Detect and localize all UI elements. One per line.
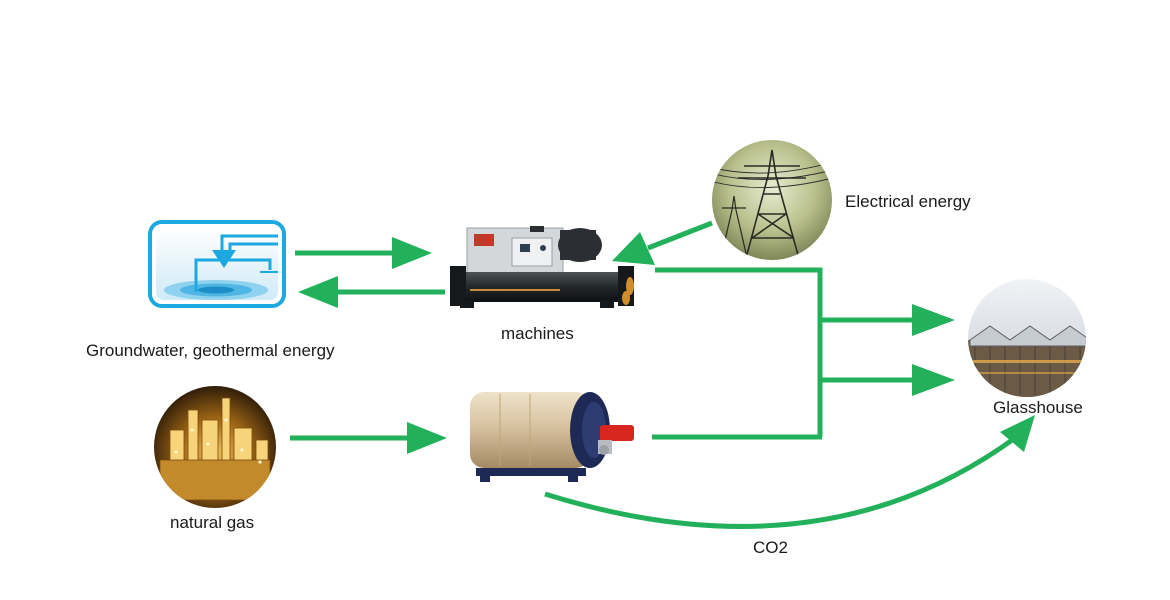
glasshouse-label: Glasshouse — [993, 398, 1083, 417]
arrow-co2-boiler-to-glasshouse — [544, 415, 1035, 529]
natural-gas-label: natural gas — [170, 513, 255, 532]
flow-arrows — [290, 220, 1035, 529]
machines-label: machines — [501, 324, 574, 343]
arrow-gas-to-boiler — [290, 422, 447, 454]
gas-plant-icon — [154, 386, 276, 508]
boiler-icon — [470, 392, 634, 482]
line-machines-to-glasshouse — [655, 267, 823, 437]
power-pylon-icon — [712, 140, 832, 260]
groundwater-well-icon — [148, 220, 286, 308]
glasshouse-icon — [968, 279, 1086, 397]
arrow-groundwater-to-machines — [295, 237, 432, 269]
chiller-machine-icon — [450, 226, 634, 308]
arrow-machines-to-groundwater — [298, 276, 445, 308]
groundwater-label: Groundwater, geothermal energy — [86, 341, 335, 360]
arrow-electrical-to-machines — [612, 220, 713, 265]
arrow-heat-to-glasshouse-lower — [820, 364, 955, 396]
electrical-energy-label: Electrical energy — [845, 192, 971, 211]
co2-label: CO2 — [753, 538, 788, 557]
arrow-heat-to-glasshouse-upper — [820, 304, 955, 336]
